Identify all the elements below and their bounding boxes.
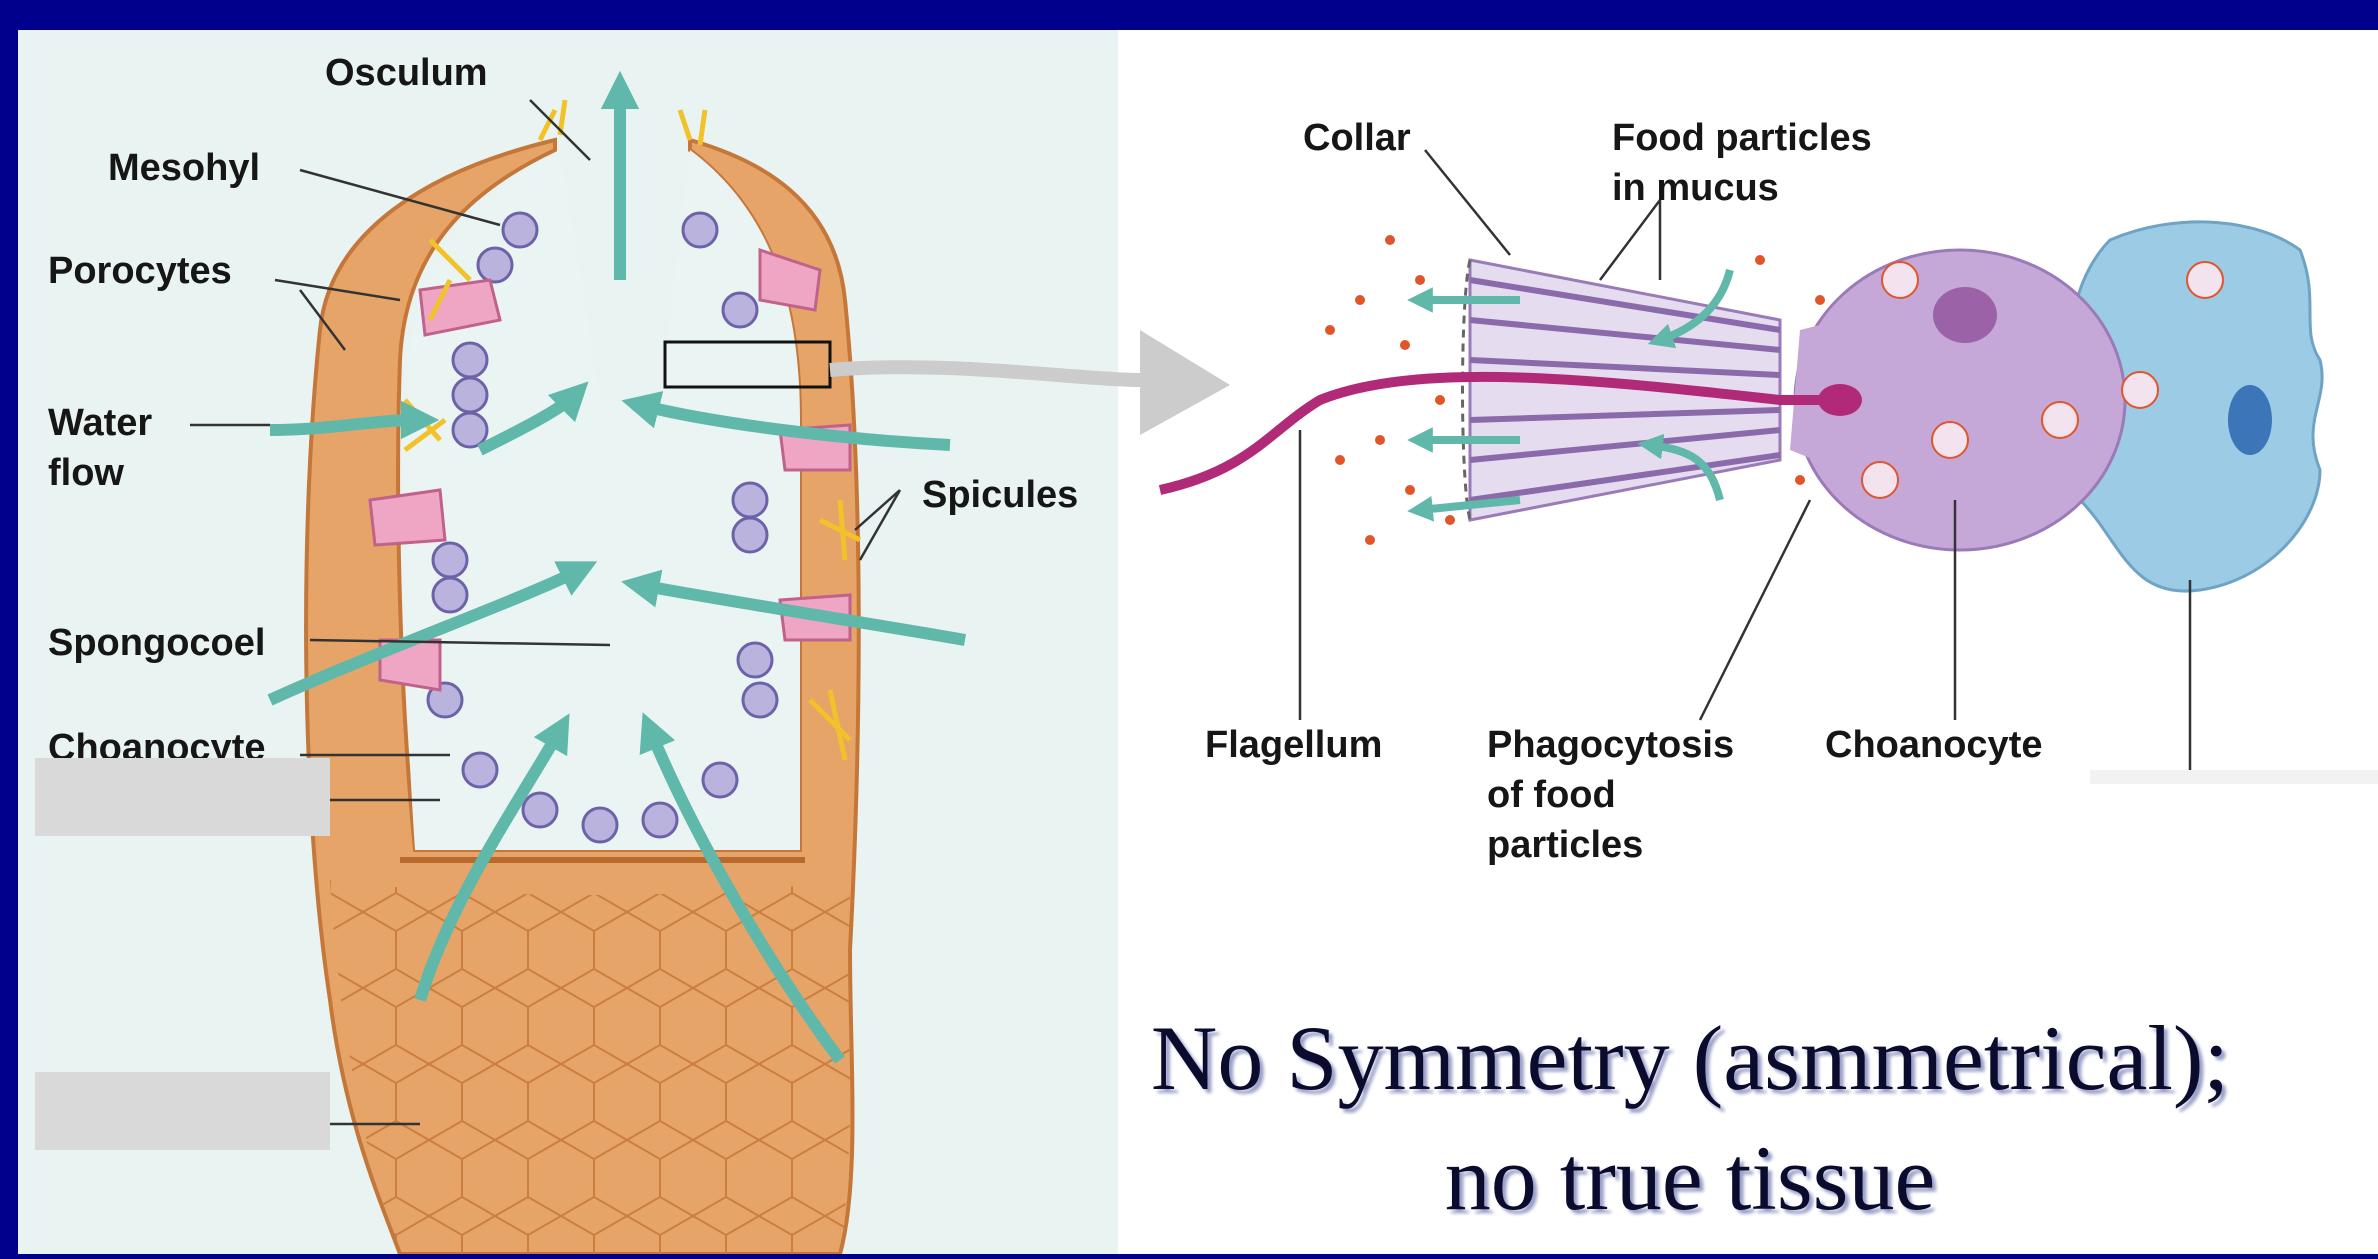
label-water-flow-line1: Water <box>48 402 152 444</box>
label-food-particles-line1: Food particles <box>1612 117 1872 159</box>
blank-label-box <box>35 1072 330 1150</box>
label-phagocytosis-line2: of food <box>1487 774 1616 816</box>
label-mesohyl: Mesohyl <box>108 147 260 189</box>
label-phagocytosis-line3: particles <box>1487 824 1643 866</box>
label-spongocoel: Spongocoel <box>48 622 265 664</box>
label-porocytes: Porocytes <box>48 250 232 292</box>
blank-label-strip <box>2090 770 2378 784</box>
caption-line2: no true tissue <box>1040 1130 2340 1227</box>
label-osculum: Osculum <box>325 52 488 94</box>
label-phagocytosis-line1: Phagocytosis <box>1487 724 1734 766</box>
label-flagellum: Flagellum <box>1205 724 1382 766</box>
label-collar: Collar <box>1303 117 1411 159</box>
flagellum-base <box>1818 384 1862 416</box>
label-spicules: Spicules <box>922 474 1078 516</box>
amoebocyte-nucleus <box>2228 385 2272 455</box>
label-water-flow-line2: flow <box>48 452 124 494</box>
label-food-particles-line2: in mucus <box>1612 167 1779 209</box>
blank-label-box <box>35 758 330 836</box>
choanocyte-nucleus <box>1933 287 1997 343</box>
caption-line1: No Symmetry (asmmetrical); <box>1040 1010 2340 1107</box>
label-choanocyte-right: Choanocyte <box>1825 724 2042 766</box>
